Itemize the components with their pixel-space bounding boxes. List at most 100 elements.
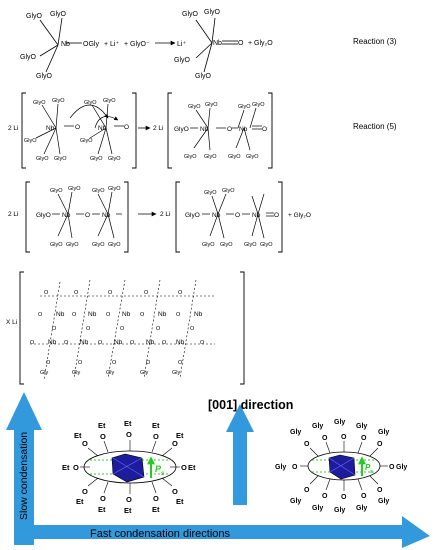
network-oxygen: O [106,312,111,318]
gly-oxygen: O [322,493,328,500]
network-oxygen: O [120,326,125,332]
gly-group: Gly [334,507,345,514]
gly-group: Gly [275,464,286,471]
glyo-group: GlyO [52,98,65,104]
slow-condensation-label: Slow condensation [18,432,30,520]
et-group: Et [176,497,184,506]
oxo-oxygen: O [75,124,80,131]
gly-group: Gly [356,423,367,430]
fast-condensation-arrow [14,516,430,548]
glyo-group: GlyO [108,156,121,162]
glyo-minus: + GlyO⁻ [124,41,150,48]
glyo-group: GlyO [185,212,200,219]
glyo-group: GlyO [204,190,217,196]
condensation-schematic: Slow condensation Fast condensation dire… [6,392,430,548]
network-oxygen: O [44,290,49,296]
et-group: Et [124,419,132,428]
glyo-group: GlyO [246,154,259,160]
reaction-5: 2 Li Nb Nb O O GlyO GlyO GlyO GlyO GlyO … [8,92,397,169]
gly-group: Gly [312,505,323,512]
et-group: Et [188,463,196,472]
nb-atom: Nb [212,212,221,219]
nb-atom: Nb [61,41,70,48]
nb-atom: Nb [213,40,222,47]
network-oxygen: O [130,340,135,346]
glyo-group: GlyO [222,188,235,194]
gly-oxygen: O [361,493,367,500]
glyo-group: GlyO [80,138,93,144]
glyo-group: Gly [106,370,115,376]
gly-oxygen: O [304,441,310,448]
network-oxygen: O [146,360,151,366]
glyo-group: GlyO [182,11,199,18]
glyo-group: GlyO [220,242,233,248]
nb-atom: Nb [114,339,123,346]
et-oxygen: O [181,463,187,472]
glyo-group: GlyO [20,54,37,61]
network-oxygen: O [176,312,181,318]
et-group: Et [74,431,82,440]
glyo-group: GlyO [68,186,81,192]
reaction-3: Nb GlyO GlyO GlyO GlyO OGly + Li⁺ + GlyO… [20,9,397,80]
glyo-group: GlyO [50,188,63,194]
glyo-group: Gly [140,370,149,376]
et-oxygen: O [172,487,178,496]
glyo-group: GlyO [103,98,116,104]
et-group: Et [176,431,184,440]
nb-atom: Nb [200,126,209,133]
network-oxygen: O [178,290,183,296]
glyo-group: GlyO [108,242,121,248]
et-group: Et [98,505,106,514]
glyo-group: GlyO [204,154,217,160]
nb-atom: Nb [98,125,107,132]
network-oxygen: O [108,290,113,296]
nb-atom: Nb [239,126,248,133]
reaction-5-label: Reaction (5) [353,122,397,131]
oxo-oxygen: O [124,124,129,131]
et-group: Et [98,421,106,430]
et-oxygen: O [82,439,88,448]
nb-atom: Nb [62,212,71,219]
glyo-group: GlyO [238,104,251,110]
glyo-group: GlyO [36,156,49,162]
gly-oxygen: O [361,435,367,442]
oxo-oxygen: O [238,40,244,47]
gly2o-product: + Gly₂O [288,212,311,219]
gly-group: Gly [356,505,367,512]
network-oxygen: O [52,326,57,332]
gly-group: Gly [290,429,301,436]
two-li-prefix: 2 Li [8,125,18,132]
glyo-group: GlyO [188,104,201,110]
glyo-group: GlyO [33,100,46,106]
polarization-label: P [365,463,371,472]
reaction-3-label: Reaction (3) [353,37,397,46]
nb-atom: Nb [158,311,167,318]
fast-condensation-label: Fast condensation directions [90,528,231,540]
gly-oxygen: O [341,494,347,501]
et-group: Et [62,463,70,472]
gly-group: Gly [312,423,323,430]
glyo-group: GlyO [84,100,97,106]
nb-atom: Nb [102,212,111,219]
et-oxygen: O [172,439,178,448]
nb-atom: Nb [122,311,131,318]
extended-network: X Li Nb Nb Nb Nb Nb Nb Nb Nb Nb Nb O O [6,271,245,385]
glyo-group: GlyO [252,102,265,108]
glyo-group: Gly [40,370,49,376]
ogly-group: OGly [83,41,99,48]
et-oxygen: O [100,432,106,441]
x-li-prefix: X Li [6,319,17,326]
glyo-group: GlyO [204,9,221,16]
nb-atom: Nb [80,339,89,346]
glyo-group: Gly [72,370,81,376]
network-oxygen: O [140,312,145,318]
glyo-group: GlyO [36,73,53,80]
network-oxygen: O [162,340,167,346]
gly-group: Gly [378,429,389,436]
two-li-prefix: 2 Li [160,211,170,218]
gly-oxygen: O [322,435,328,442]
gly2o-product: + Gly₂O [248,40,273,47]
network-oxygen: O [78,360,83,366]
